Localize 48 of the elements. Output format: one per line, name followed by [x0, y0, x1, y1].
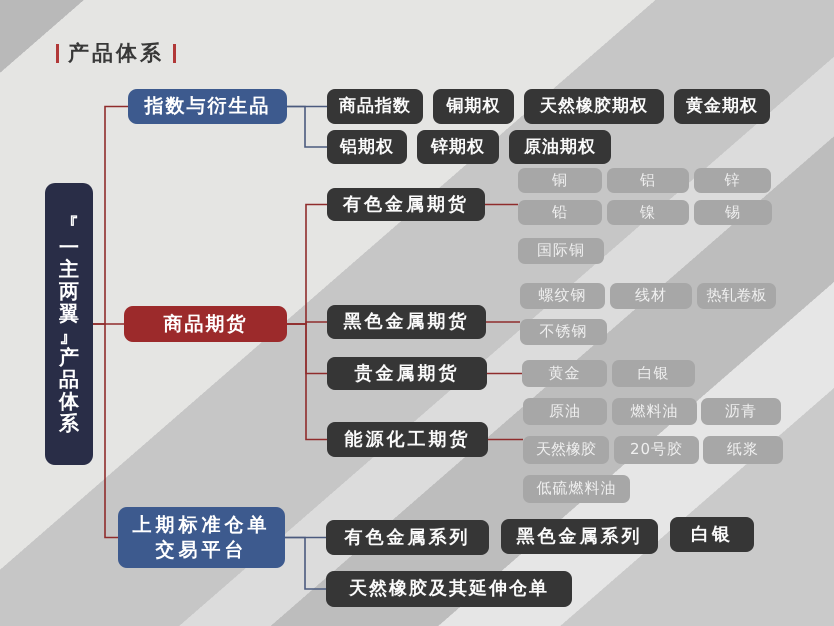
connector-line [488, 438, 523, 440]
category-tag: 黑色金属期货 [327, 305, 486, 339]
branch-box: 上期标准仓单交易平台 [118, 507, 285, 568]
product-tag: 商品指数 [327, 89, 423, 124]
connector-line [486, 321, 520, 323]
connector-line [285, 536, 326, 590]
category-tag: 贵金属期货 [327, 357, 487, 390]
product-tag: 铜期权 [433, 89, 514, 124]
variety-tag: 铅 [518, 200, 602, 225]
category-tag: 有色金属系列 [326, 520, 489, 555]
variety-tag: 铜 [518, 168, 602, 193]
variety-tag: 线材 [610, 283, 692, 309]
variety-tag: 低硫燃料油 [523, 475, 630, 503]
category-tag: 有色金属期货 [327, 188, 485, 221]
variety-tag: 纸浆 [703, 436, 783, 464]
product-tag: 天然橡胶期权 [524, 89, 664, 124]
variety-tag: 螺纹钢 [520, 283, 605, 309]
root-banner: 『一主两翼』产品体系 [45, 183, 93, 465]
variety-tag: 热轧卷板 [697, 283, 776, 309]
connector-line [287, 106, 327, 148]
branch-box: 指数与衍生品 [128, 89, 287, 124]
connector-line [287, 323, 327, 440]
variety-tag: 锌 [694, 168, 771, 193]
connector-line [93, 323, 118, 538]
connector-line [485, 204, 518, 206]
variety-tag: 燃料油 [612, 398, 697, 425]
category-tag: 白银 [670, 517, 754, 552]
variety-tag: 国际铜 [518, 238, 604, 264]
category-tag: 黑色金属系列 [501, 519, 658, 554]
variety-tag: 天然橡胶 [523, 436, 609, 464]
product-tag: 锌期权 [417, 130, 499, 164]
connector-line [487, 372, 522, 374]
variety-tag: 原油 [523, 398, 607, 425]
variety-tag: 锡 [694, 200, 772, 225]
variety-tag: 镍 [607, 200, 689, 225]
category-tag: 能源化工期货 [327, 422, 488, 457]
product-tag: 铝期权 [327, 130, 407, 164]
variety-tag: 不锈钢 [520, 319, 607, 345]
product-tag: 黄金期权 [674, 89, 770, 124]
variety-tag: 20号胶 [614, 436, 699, 464]
variety-tag: 铝 [607, 168, 689, 193]
variety-tag: 黄金 [522, 360, 607, 387]
variety-tag: 沥青 [701, 398, 781, 425]
variety-tag: 白银 [612, 360, 695, 387]
page-title: 产品体系 [68, 41, 164, 66]
category-tag: 天然橡胶及其延伸仓单 [326, 571, 572, 607]
product-tag: 原油期权 [509, 130, 611, 164]
branch-box: 商品期货 [124, 306, 287, 342]
